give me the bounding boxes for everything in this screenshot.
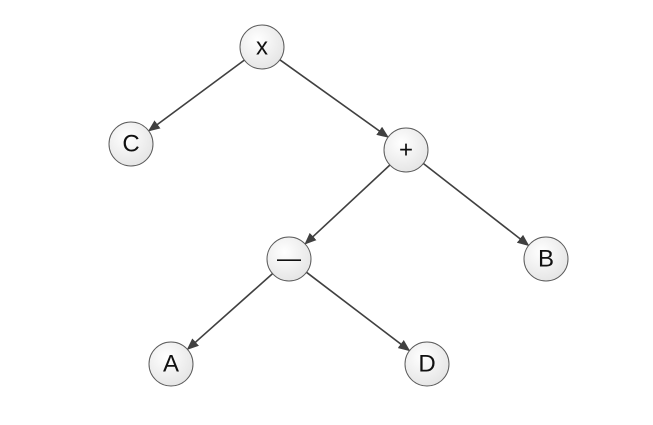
node-label: — — [277, 245, 301, 272]
node-circle — [404, 341, 450, 387]
node-circle — [108, 121, 154, 167]
node-label: B — [538, 245, 554, 272]
node-label: D — [418, 350, 435, 377]
node-d: D — [404, 341, 450, 387]
edge-plus-to-minus — [304, 164, 391, 245]
node-circle — [148, 341, 194, 387]
edge-plus-to-b — [422, 162, 530, 247]
node-circle — [239, 24, 285, 70]
node-b: B — [523, 236, 569, 282]
node-label: x — [256, 33, 268, 60]
node-circle — [383, 127, 429, 173]
edge-minus-to-d — [306, 271, 411, 352]
node-label: A — [163, 350, 179, 377]
node-circle — [523, 236, 569, 282]
node-minus: — — [266, 236, 312, 282]
node-label: C — [122, 130, 139, 157]
edges-layer — [147, 59, 530, 352]
node-circle — [266, 236, 312, 282]
edge-times-to-c — [147, 59, 245, 132]
node-label: + — [399, 136, 413, 163]
nodes-layer: xC + — B A D — [108, 24, 569, 387]
node-times: x — [239, 24, 285, 70]
edge-minus-to-a — [186, 273, 274, 351]
node-plus: + — [383, 127, 429, 173]
node-a: A — [148, 341, 194, 387]
node-c: C — [108, 121, 154, 167]
edge-times-to-plus — [279, 59, 389, 138]
